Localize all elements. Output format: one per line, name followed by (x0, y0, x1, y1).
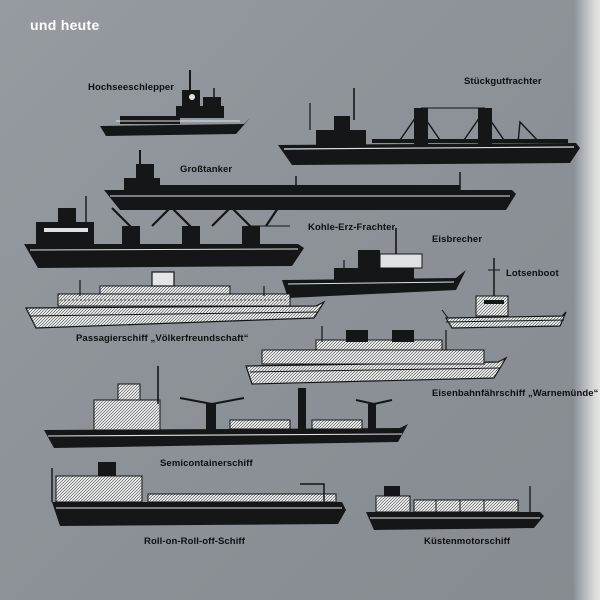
ship-kuestenmotorschiff (366, 486, 544, 530)
ship-kohle-erz-frachter (24, 196, 304, 268)
label-hochseeschlepper: Hochseeschlepper (88, 82, 175, 93)
label-grosstanker: Großtanker (180, 164, 233, 175)
label-lotsenboot: Lotsenboot (506, 268, 559, 279)
ship-stueckgutfrachter (278, 88, 580, 165)
ship-eisenbahnfaehrschiff (245, 326, 508, 385)
label-kuestenmotorschiff: Küstenmotorschiff (424, 536, 511, 547)
label-kohle-erz-frachter: Kohle-Erz-Frachter (308, 222, 396, 233)
label-eisenbahnfaehrschiff: Eisenbahnfährschiff „Warnemünde“ (432, 388, 599, 399)
page-heading: und heute (30, 17, 100, 33)
label-semicontainerschiff: Semicontainerschiff (160, 458, 253, 469)
label-roll-on-roll-off-schiff: Roll-on-Roll-off-Schiff (144, 536, 245, 547)
ship-roll-on-roll-off-schiff (51, 462, 346, 526)
label-eisbrecher: Eisbrecher (432, 234, 483, 245)
ship-eisbrecher (282, 228, 466, 298)
ship-hochseeschlepper (100, 70, 250, 136)
ship-grosstanker (104, 150, 516, 210)
label-stueckgutfrachter: Stückgutfrachter (464, 76, 542, 87)
ship-semicontainerschiff (44, 366, 408, 448)
ship-passagierschiff (25, 271, 326, 329)
label-passagierschiff: Passagierschiff „Völkerfreundschaft“ (76, 333, 249, 344)
book-spine (574, 0, 600, 600)
ship-lotsenboot (441, 258, 567, 329)
